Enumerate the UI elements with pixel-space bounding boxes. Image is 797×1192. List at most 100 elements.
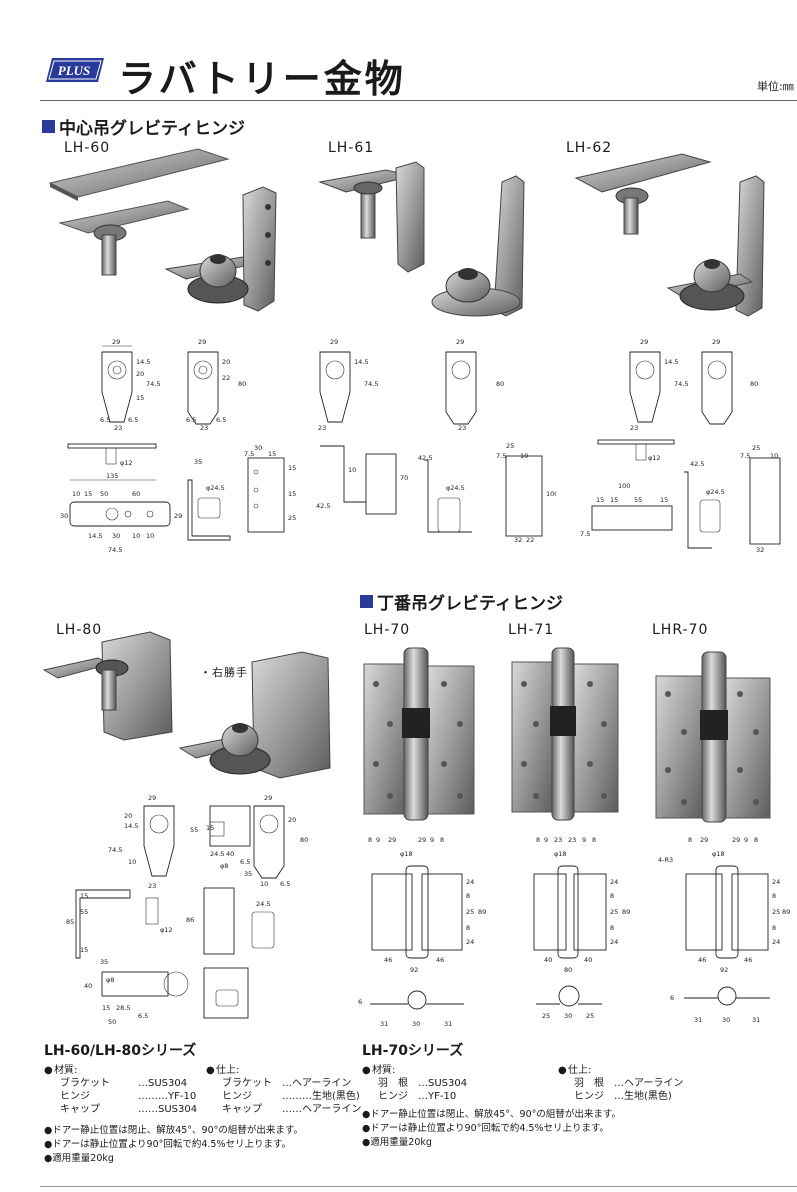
svg-text:24: 24 bbox=[610, 878, 618, 886]
svg-text:31: 31 bbox=[380, 1020, 388, 1028]
logo-text: PLUS bbox=[58, 63, 91, 78]
svg-text:92: 92 bbox=[720, 966, 728, 974]
svg-text:40: 40 bbox=[84, 982, 92, 990]
svg-text:14.5: 14.5 bbox=[354, 358, 368, 366]
svg-text:30: 30 bbox=[112, 532, 120, 540]
svg-text:29: 29 bbox=[456, 338, 464, 346]
series-title-lh60-lh80: LH-60/LH-80シリーズ bbox=[44, 1043, 197, 1059]
svg-text:25: 25 bbox=[752, 444, 760, 452]
svg-text:42.5: 42.5 bbox=[690, 460, 704, 468]
svg-text:100: 100 bbox=[546, 490, 556, 498]
notes-lh60: ●ドアー静止位置は閉止、解放45°、90°の組替が出来ます。 ●ドアーは静止位置… bbox=[44, 1125, 303, 1164]
svg-text:24: 24 bbox=[772, 938, 780, 946]
svg-text:14.5: 14.5 bbox=[136, 358, 150, 366]
svg-text:φ12: φ12 bbox=[648, 454, 661, 462]
lh61-dimension-drawing: 29 14.5 74.5 23 29 80 23 10 42.5 70 42.5… bbox=[316, 338, 556, 544]
svg-text:29: 29 bbox=[732, 836, 740, 844]
svg-text:24: 24 bbox=[772, 878, 780, 886]
svg-text:89: 89 bbox=[622, 908, 630, 916]
svg-text:24.5: 24.5 bbox=[210, 850, 224, 858]
svg-text:29: 29 bbox=[388, 836, 396, 844]
page-title: ラバトリー金物 bbox=[118, 57, 406, 101]
svg-text:22: 22 bbox=[222, 374, 230, 382]
svg-text:29: 29 bbox=[264, 794, 272, 802]
lh60-product-photo bbox=[48, 148, 277, 312]
svg-text:φ8: φ8 bbox=[220, 862, 228, 870]
svg-text:80: 80 bbox=[496, 380, 504, 388]
svg-text:23: 23 bbox=[630, 424, 638, 432]
svg-text:10: 10 bbox=[260, 880, 268, 888]
svg-text:10: 10 bbox=[770, 452, 778, 460]
lh62-dimension-drawing: 29 14.5 74.5 23 29 80 φ12 100 15 15 55 1… bbox=[580, 338, 781, 554]
svg-text:24: 24 bbox=[466, 938, 474, 946]
svg-text:15: 15 bbox=[84, 490, 92, 498]
svg-text:24.5: 24.5 bbox=[256, 900, 270, 908]
svg-text:29: 29 bbox=[148, 794, 156, 802]
svg-text:15: 15 bbox=[102, 1004, 110, 1012]
right-hand-note: ・右勝手 bbox=[200, 666, 248, 679]
svg-text:46: 46 bbox=[698, 956, 706, 964]
svg-text:15: 15 bbox=[288, 464, 296, 472]
lh61-product-photo bbox=[318, 161, 525, 317]
section-heading-butt-hinge: 丁番吊グレビティヒンジ bbox=[360, 589, 563, 614]
svg-text:20: 20 bbox=[288, 816, 296, 824]
svg-text:15: 15 bbox=[136, 394, 144, 402]
lh80-dimension-drawing: 29 20 14.5 74.5 10 23 φ12 85 55 15 15 35… bbox=[66, 794, 308, 1026]
svg-text:89: 89 bbox=[782, 908, 790, 916]
svg-text:10: 10 bbox=[348, 466, 356, 474]
svg-text:8: 8 bbox=[610, 892, 614, 900]
svg-text:9: 9 bbox=[544, 836, 548, 844]
svg-text:φ12: φ12 bbox=[160, 926, 173, 934]
lhr70-dimension-drawing: 8 29 29 9 8 4-R3 φ18 24 8 25 89 8 24 46 … bbox=[658, 836, 790, 1024]
svg-text:25: 25 bbox=[586, 1012, 594, 1020]
svg-text:89: 89 bbox=[478, 908, 486, 916]
plus-logo: PLUS bbox=[46, 58, 104, 82]
model-label-lh61: LH-61 bbox=[328, 140, 375, 156]
svg-text:30: 30 bbox=[60, 512, 68, 520]
svg-text:8: 8 bbox=[466, 892, 470, 900]
svg-text:23: 23 bbox=[568, 836, 576, 844]
svg-text:40: 40 bbox=[226, 850, 234, 858]
svg-text:9: 9 bbox=[744, 836, 748, 844]
svg-text:20: 20 bbox=[136, 370, 144, 378]
svg-text:25: 25 bbox=[288, 514, 296, 522]
svg-text:6.5: 6.5 bbox=[138, 1012, 148, 1020]
svg-text:85: 85 bbox=[66, 918, 74, 926]
svg-text:6.5: 6.5 bbox=[216, 416, 226, 424]
lhr70-product-photo bbox=[655, 651, 771, 823]
svg-text:29: 29 bbox=[700, 836, 708, 844]
svg-text:32: 32 bbox=[514, 536, 522, 544]
finishes-list-lh70: ●仕上: 羽 根…ヘアーライン ヒンジ…生地(黒色) bbox=[558, 1065, 684, 1102]
svg-text:φ18: φ18 bbox=[554, 850, 567, 858]
svg-text:15: 15 bbox=[206, 824, 214, 832]
svg-text:30: 30 bbox=[564, 1012, 572, 1020]
svg-text:86: 86 bbox=[186, 916, 194, 924]
model-label-lh60: LH-60 bbox=[64, 140, 111, 156]
svg-text:55: 55 bbox=[634, 496, 642, 504]
finishes-list-lh60: ●仕上: ブラケット…ヘアーライン ヒンジ………生地(黒色) キャップ……ヘアー… bbox=[206, 1065, 362, 1115]
unit-label: 単位:㎜ bbox=[757, 80, 794, 93]
svg-text:29: 29 bbox=[330, 338, 338, 346]
svg-text:35: 35 bbox=[244, 870, 252, 878]
svg-text:74.5: 74.5 bbox=[108, 546, 122, 554]
svg-text:7.5: 7.5 bbox=[496, 452, 506, 460]
materials-list-lh70: ●材質: 羽 根…SUS304 ヒンジ…YF-10 bbox=[362, 1065, 468, 1102]
square-bullet-icon bbox=[360, 595, 373, 608]
svg-text:55: 55 bbox=[190, 826, 198, 834]
model-label-lh62: LH-62 bbox=[566, 140, 613, 156]
materials-list-lh60: ●材質: ブラケット…SUS304 ヒンジ………YF-10 キャップ……SUS3… bbox=[44, 1065, 198, 1115]
svg-text:8: 8 bbox=[610, 924, 614, 932]
svg-text:70: 70 bbox=[400, 474, 408, 482]
svg-text:8: 8 bbox=[688, 836, 692, 844]
svg-text:29: 29 bbox=[712, 338, 720, 346]
section-heading-center-pivot: 中心吊グレビティヒンジ bbox=[42, 114, 245, 139]
svg-text:74.5: 74.5 bbox=[108, 846, 122, 854]
svg-text:15: 15 bbox=[288, 490, 296, 498]
svg-text:23: 23 bbox=[148, 882, 156, 890]
svg-text:φ24.5: φ24.5 bbox=[706, 488, 725, 496]
svg-text:80: 80 bbox=[750, 380, 758, 388]
svg-text:10: 10 bbox=[128, 858, 136, 866]
svg-text:31: 31 bbox=[694, 1016, 702, 1024]
svg-text:24: 24 bbox=[466, 878, 474, 886]
lh60-dimension-drawing: 29 14.5 20 74.5 15 6.5 23 6.5 29 20 22 8… bbox=[60, 338, 296, 554]
